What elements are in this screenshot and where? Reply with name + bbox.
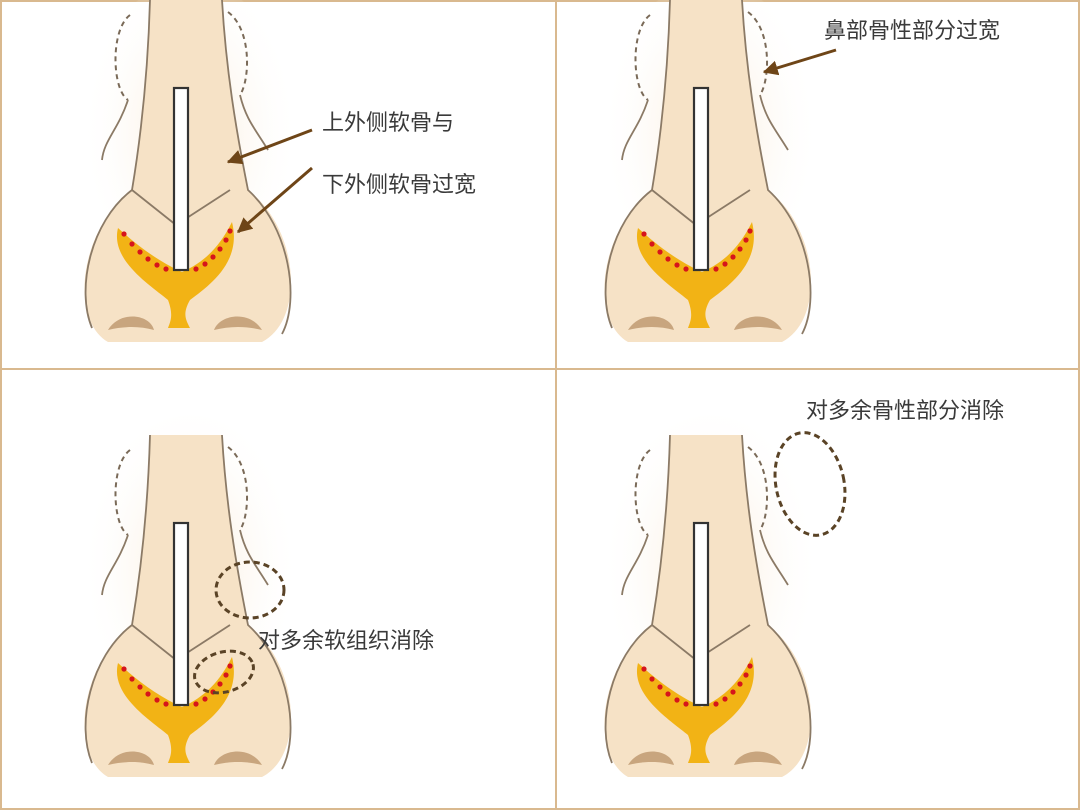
arrow-lower-cartilage xyxy=(237,166,313,234)
dashed-circle-bone xyxy=(773,431,847,537)
nose-illustration xyxy=(78,0,302,344)
panel-top-right: 鼻部骨性部分过宽 xyxy=(598,0,1000,344)
label-remove-soft-tissue: 对多余软组织消除 xyxy=(258,629,434,654)
nose-illustration xyxy=(598,413,822,779)
arrow-nasal-bone xyxy=(762,48,837,76)
nose-illustration xyxy=(78,413,302,779)
dashed-circle-soft-tissue-lower xyxy=(193,649,255,695)
label-remove-bone: 对多余骨性部分消除 xyxy=(806,399,1004,424)
label-upper-cartilage: 上外侧软骨与 xyxy=(322,111,454,136)
panel-bottom-right: 对多余骨性部分消除 xyxy=(598,399,1004,779)
panel-bottom-left: 对多余软组织消除 xyxy=(78,413,434,779)
arrow-upper-cartilage xyxy=(226,128,313,165)
label-nasal-bone-wide: 鼻部骨性部分过宽 xyxy=(824,19,1000,44)
panel-top-left: 上外侧软骨与 下外侧软骨过宽 xyxy=(78,0,476,344)
nose-illustration xyxy=(598,0,822,344)
label-lower-cartilage-wide: 下外侧软骨过宽 xyxy=(322,173,476,198)
dashed-circle-soft-tissue-upper xyxy=(214,560,286,620)
